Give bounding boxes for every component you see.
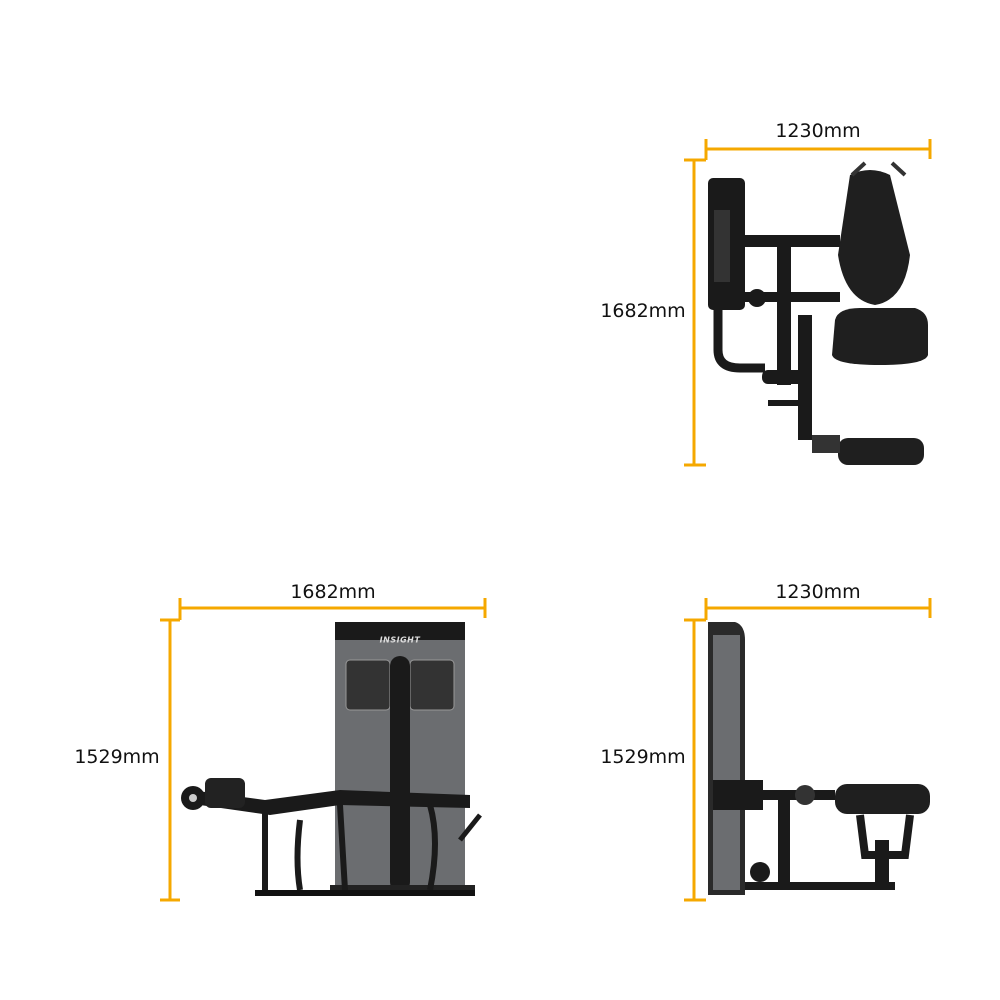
front-view-width-dimension	[178, 598, 487, 620]
machine-side-view	[708, 622, 930, 895]
side-view-width-label: 1230mm	[775, 581, 861, 603]
front-view-width-label: 1682mm	[290, 581, 376, 603]
side-view-width-dimension	[704, 598, 932, 620]
front-view-height-label: 1529mm	[74, 746, 160, 768]
side-view-height-label: 1529mm	[600, 746, 686, 768]
dimension-lines	[160, 139, 932, 902]
top-view-depth-dimension	[684, 158, 706, 467]
top-view-width-dimension	[704, 139, 932, 160]
machine-top-view	[708, 161, 928, 465]
machine-front-view	[181, 622, 482, 896]
top-view-depth-label: 1682mm	[600, 300, 686, 322]
brand-logo: INSIGHT	[379, 635, 421, 645]
front-view-height-dimension	[160, 618, 180, 902]
side-view-height-dimension	[684, 618, 706, 902]
top-view-width-label: 1230mm	[775, 120, 861, 142]
